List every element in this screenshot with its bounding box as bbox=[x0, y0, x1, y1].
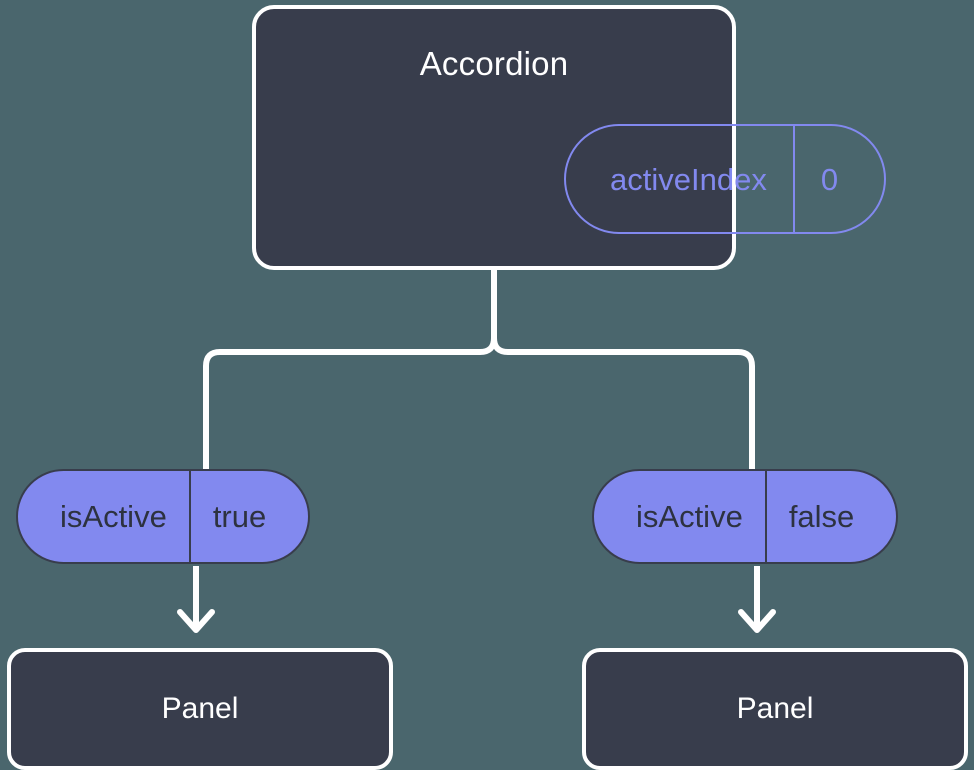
state-chip-activeindex[interactable]: activeIndex 0 bbox=[564, 124, 887, 234]
node-panel-left-title: Panel bbox=[161, 692, 239, 725]
node-accordion-title: Accordion bbox=[419, 45, 569, 82]
arrow-head-right-icon bbox=[738, 609, 776, 633]
node-panel-right[interactable]: Panel bbox=[582, 648, 968, 770]
prop-chip-isactive-true-value: true bbox=[212, 499, 267, 534]
prop-chip-isactive-true[interactable]: isActive true bbox=[16, 469, 311, 564]
prop-chip-isactive-true-key: isActive bbox=[18, 471, 191, 562]
prop-chip-isactive-false-key: isActive bbox=[594, 471, 767, 562]
connector-root-split-left bbox=[203, 335, 497, 473]
prop-chip-isactive-false[interactable]: isActive false bbox=[592, 469, 899, 564]
state-chip-activeindex-key: activeIndex bbox=[566, 126, 795, 232]
node-panel-right-title: Panel bbox=[736, 692, 814, 725]
arrow-head-left-icon bbox=[177, 609, 215, 633]
prop-chip-isactive-false-value: false bbox=[788, 499, 855, 534]
node-panel-left[interactable]: Panel bbox=[7, 648, 393, 770]
node-accordion[interactable]: Accordion activeIndex 0 bbox=[252, 5, 887, 270]
state-chip-activeindex-value: 0 bbox=[820, 161, 839, 197]
connector-root-split bbox=[491, 267, 755, 473]
